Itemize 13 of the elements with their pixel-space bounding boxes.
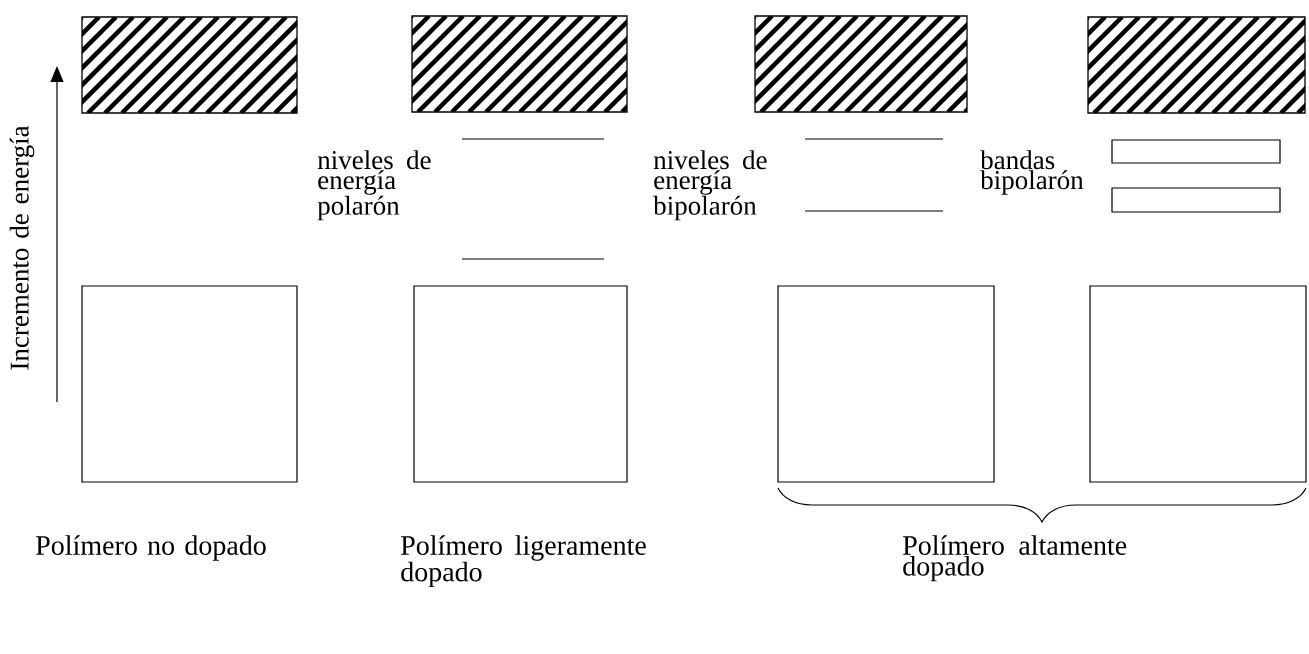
empty-band xyxy=(413,285,628,483)
empty-band xyxy=(81,285,298,483)
empty-band xyxy=(1089,285,1307,483)
bipolaron-band xyxy=(1111,187,1281,213)
sample-label: Polímero no dopado xyxy=(36,535,266,561)
bipolaron-band xyxy=(1111,139,1281,164)
level-label: bandas bipolarón xyxy=(980,150,1084,195)
sample-label: Polímero altamente dopado xyxy=(903,535,1127,582)
level-label: niveles de energía polarón xyxy=(317,150,431,221)
sample-label: Polímero ligeramente dopado xyxy=(401,535,646,588)
empty-band xyxy=(777,285,995,483)
axis-label: Incremento de energía xyxy=(9,125,35,370)
level-label: niveles de energía bipolarón xyxy=(653,150,767,221)
